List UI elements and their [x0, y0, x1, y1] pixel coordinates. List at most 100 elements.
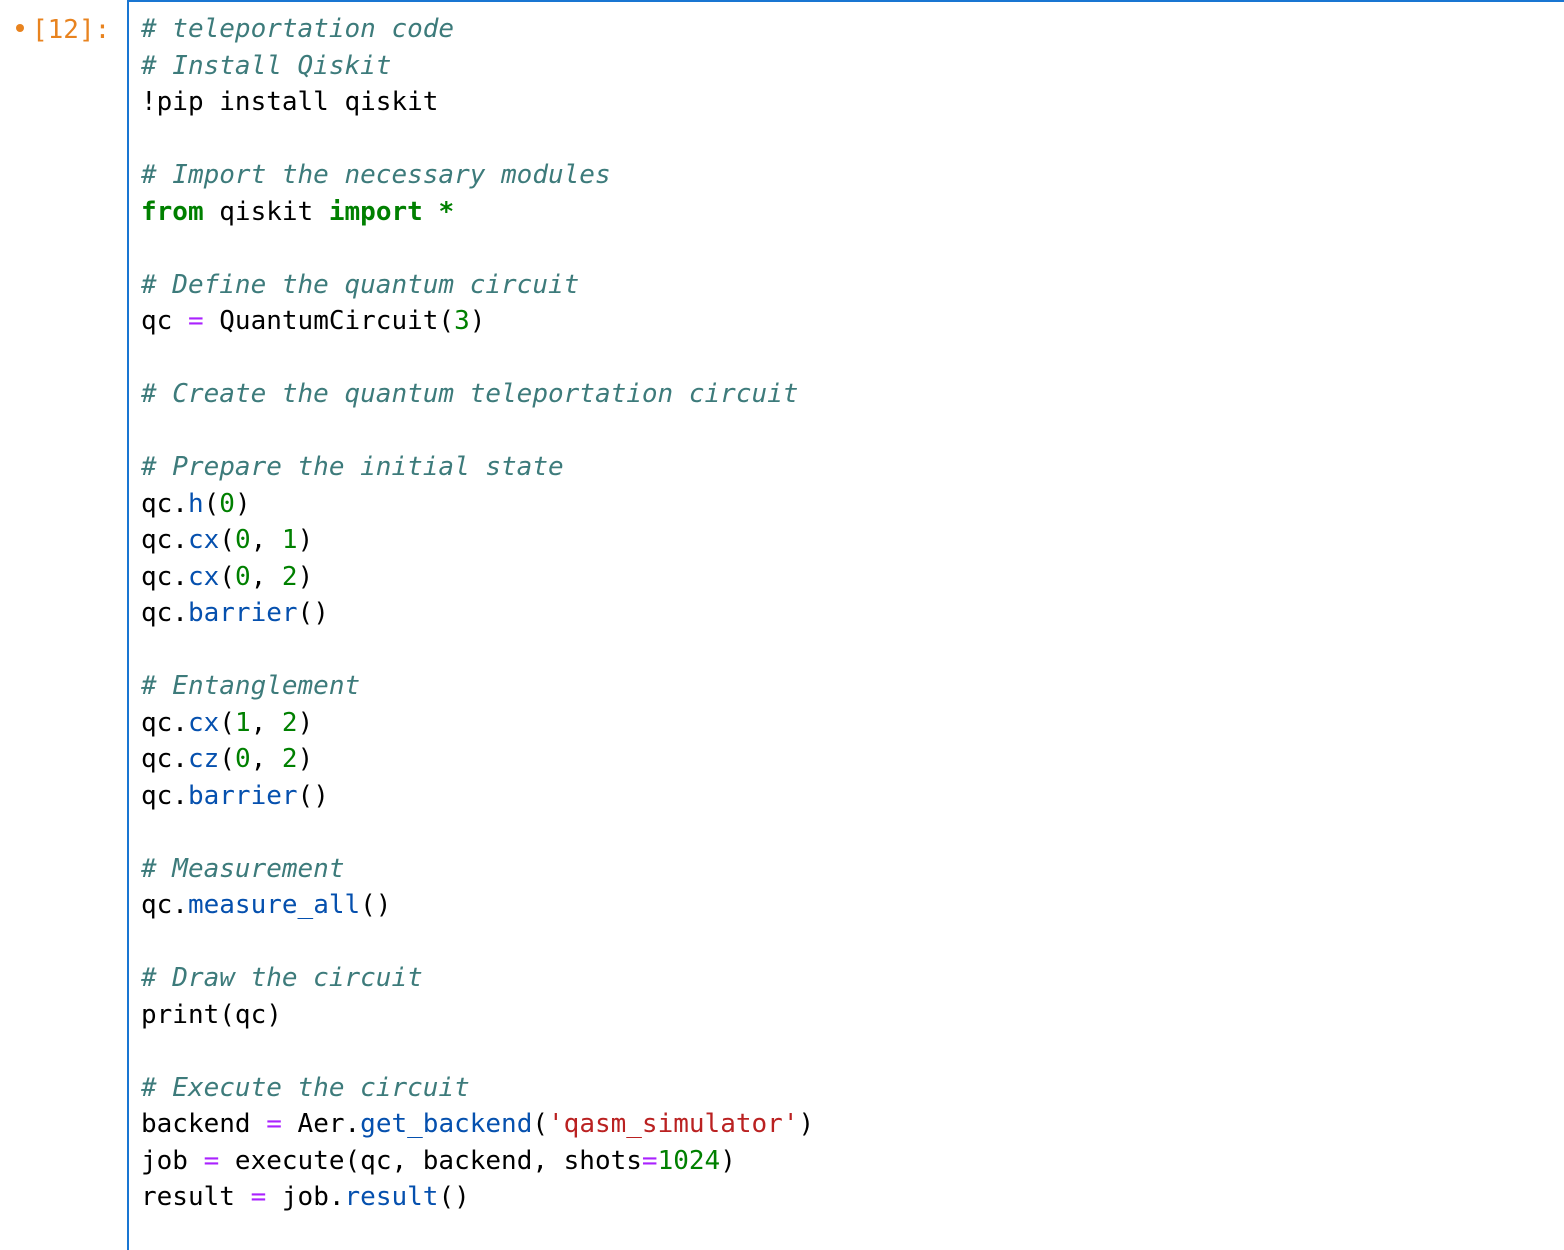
code-token-plain: qc. — [141, 525, 188, 555]
code-token-plain: qc. — [141, 598, 188, 628]
code-text-area[interactable]: # teleportation code # Install Qiskit!pip… — [141, 11, 814, 1216]
code-line[interactable]: # Create the quantum teleportation circu… — [141, 376, 814, 413]
code-token-comment: # Define the quantum circuit — [141, 269, 580, 300]
code-line[interactable]: ​ — [141, 121, 814, 158]
code-editor[interactable]: # teleportation code # Install Qiskit!pip… — [127, 0, 1564, 1250]
code-line[interactable]: qc.barrier() — [141, 595, 814, 632]
code-token-plain: job. — [266, 1182, 345, 1212]
code-token-method: get_backend — [360, 1109, 533, 1139]
code-line[interactable]: qc.cz(0, 2) — [141, 741, 814, 778]
code-token-plain: ( — [203, 488, 220, 519]
code-token-plain: qc. — [141, 707, 188, 738]
code-token-operator: = — [266, 1109, 282, 1139]
code-token-plain: !pip install qiskit — [141, 87, 439, 117]
code-token-plain: ) — [297, 744, 314, 774]
code-line[interactable]: ​ — [141, 230, 814, 267]
code-line[interactable]: # teleportation code — [141, 11, 814, 48]
code-token-plain: backend — [141, 1109, 267, 1139]
code-token-plain: , — [250, 707, 282, 738]
code-token-plain: result — [141, 1182, 251, 1212]
code-token-number: 0 — [219, 488, 235, 519]
code-line[interactable]: # Prepare the initial state — [141, 449, 814, 486]
code-line[interactable]: qc.measure_all() — [141, 887, 814, 924]
code-token-plain: qc. — [141, 744, 188, 774]
code-line[interactable]: # Import the necessary modules — [141, 157, 814, 194]
cell-prompt: [12]: — [16, 12, 120, 49]
code-token-method: cx — [187, 525, 220, 555]
code-token-method: result — [344, 1182, 439, 1212]
code-token-plain: qc. — [141, 890, 188, 920]
code-token-plain: ) — [297, 525, 314, 555]
code-token-plain: () — [297, 598, 329, 628]
code-token-plain: Aer. — [281, 1109, 361, 1139]
code-token-plain: () — [360, 890, 392, 920]
code-line[interactable]: # Define the quantum circuit — [141, 267, 814, 304]
code-token-number: 0 — [234, 561, 251, 592]
code-token-plain — [423, 197, 439, 227]
code-token-method: cx — [187, 707, 220, 738]
code-token-plain: , — [250, 744, 282, 774]
code-token-plain: qc. — [141, 780, 188, 811]
code-token-plain: () — [297, 780, 329, 811]
code-token-method: h — [187, 488, 204, 519]
code-line[interactable]: # Entanglement — [141, 668, 814, 705]
code-line[interactable]: ​ — [141, 1033, 814, 1070]
code-token-keyword: from — [141, 196, 204, 227]
code-line[interactable]: job = execute(qc, backend, shots=1024) — [141, 1143, 814, 1180]
code-token-comment: # Execute the circuit — [141, 1072, 470, 1103]
code-token-method: measure_all — [187, 890, 361, 920]
code-token-keyword: * — [438, 196, 455, 227]
code-token-comment: # Entanglement — [141, 671, 361, 701]
code-token-plain: ) — [469, 306, 486, 336]
code-line[interactable]: # Draw the circuit — [141, 960, 814, 997]
code-line[interactable]: # Install Qiskit — [141, 48, 814, 85]
code-token-plain: ( — [219, 561, 235, 592]
code-line[interactable]: qc.cx(1, 2) — [141, 705, 814, 742]
code-line[interactable]: ​ — [141, 413, 814, 450]
code-token-number: 2 — [281, 561, 298, 592]
code-token-string: 'qasm_simulator' — [548, 1109, 799, 1139]
code-token-number: 1 — [234, 707, 251, 738]
code-token-plain: ( — [219, 744, 235, 774]
code-line[interactable]: ​ — [141, 924, 814, 961]
code-token-comment: # Measurement — [141, 853, 345, 884]
code-token-comment: # Import the necessary modules — [141, 160, 611, 190]
code-line[interactable]: qc.cx(0, 1) — [141, 522, 814, 559]
code-token-keyword: import — [328, 196, 423, 227]
code-line[interactable]: ​ — [141, 340, 814, 377]
code-token-plain: job — [141, 1145, 204, 1176]
code-token-method: cx — [187, 561, 220, 592]
code-line[interactable]: ​ — [141, 814, 814, 851]
code-line[interactable]: qc.barrier() — [141, 778, 814, 815]
code-line[interactable]: qc.cx(0, 2) — [141, 559, 814, 596]
code-token-method: barrier — [187, 780, 298, 811]
code-line[interactable]: from qiskit import * — [141, 194, 814, 231]
code-token-plain: qc. — [141, 561, 188, 592]
code-token-plain: () — [438, 1182, 470, 1212]
code-line[interactable]: print(qc) — [141, 997, 814, 1034]
code-token-plain: qiskit — [203, 196, 329, 227]
code-token-comment: # Draw the circuit — [141, 963, 423, 993]
code-line[interactable]: qc.h(0) — [141, 486, 814, 523]
code-line[interactable]: result = job.result() — [141, 1179, 814, 1216]
code-token-plain: execute(qc, backend, shots — [219, 1145, 642, 1176]
code-token-plain: qc — [141, 306, 188, 336]
code-token-plain: ) — [297, 707, 314, 738]
code-token-plain: ( — [219, 525, 235, 555]
code-token-number: 0 — [234, 744, 251, 774]
code-line[interactable]: backend = Aer.get_backend('qasm_simulato… — [141, 1106, 814, 1143]
code-line[interactable]: !pip install qiskit — [141, 84, 814, 121]
code-token-plain: QuantumCircuit( — [203, 306, 455, 336]
code-token-plain: ( — [219, 707, 235, 738]
code-token-plain: ) — [297, 561, 314, 592]
code-token-operator: = — [203, 1145, 220, 1176]
code-line[interactable]: ​ — [141, 632, 814, 669]
code-token-number: 3 — [454, 306, 470, 336]
code-line[interactable]: # Execute the circuit — [141, 1070, 814, 1107]
code-token-comment: # Create the quantum teleportation circu… — [141, 379, 799, 409]
code-line[interactable]: # Measurement — [141, 851, 814, 888]
code-token-comment: # teleportation code — [141, 14, 455, 44]
code-token-operator: = — [187, 306, 204, 336]
code-line[interactable]: qc = QuantumCircuit(3) — [141, 303, 814, 340]
